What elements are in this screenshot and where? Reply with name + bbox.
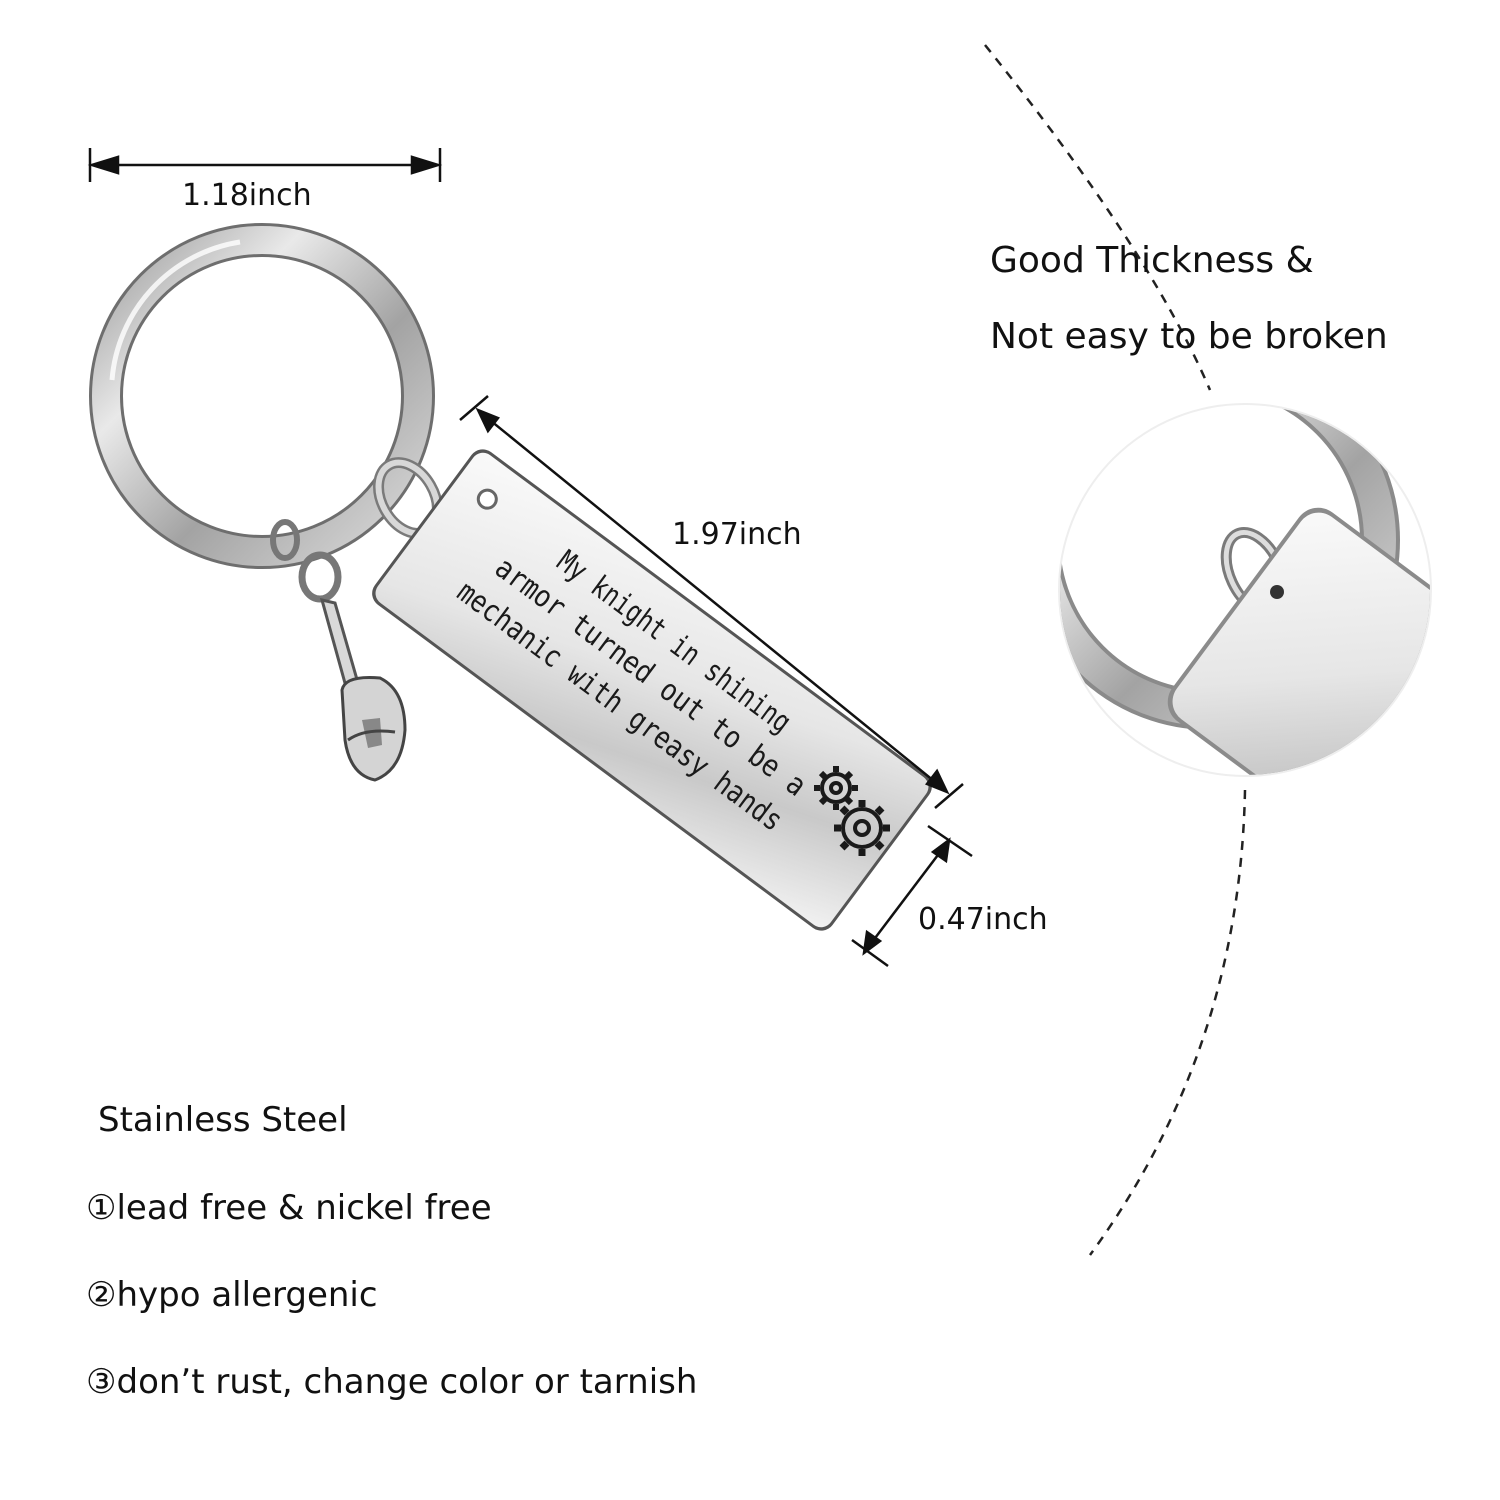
dashed-arc <box>984 44 1247 1256</box>
thickness-note-line-2: Not easy to be broken <box>990 316 1388 357</box>
engraved-tag <box>372 449 932 931</box>
width-dimension-line <box>87 148 443 182</box>
feature-item: ②hypo allergenic <box>86 1275 378 1315</box>
key-ring <box>89 223 435 569</box>
height-dimension-line <box>851 824 973 968</box>
gear-icon <box>814 766 890 856</box>
material-heading: Stainless Steel <box>98 1100 348 1140</box>
height-label: 0.47inch <box>918 902 1048 937</box>
thickness-note-line-1: Good Thickness & <box>990 240 1314 281</box>
feature-item: ③don’t rust, change color or tarnish <box>86 1362 698 1402</box>
zoom-detail <box>1058 403 1432 777</box>
width-label: 1.18inch <box>182 178 312 213</box>
feature-item: ①lead free & nickel free <box>86 1188 492 1228</box>
wrench-charm-icon <box>270 519 407 782</box>
length-label: 1.97inch <box>672 517 802 552</box>
length-dimension-line <box>459 395 964 809</box>
